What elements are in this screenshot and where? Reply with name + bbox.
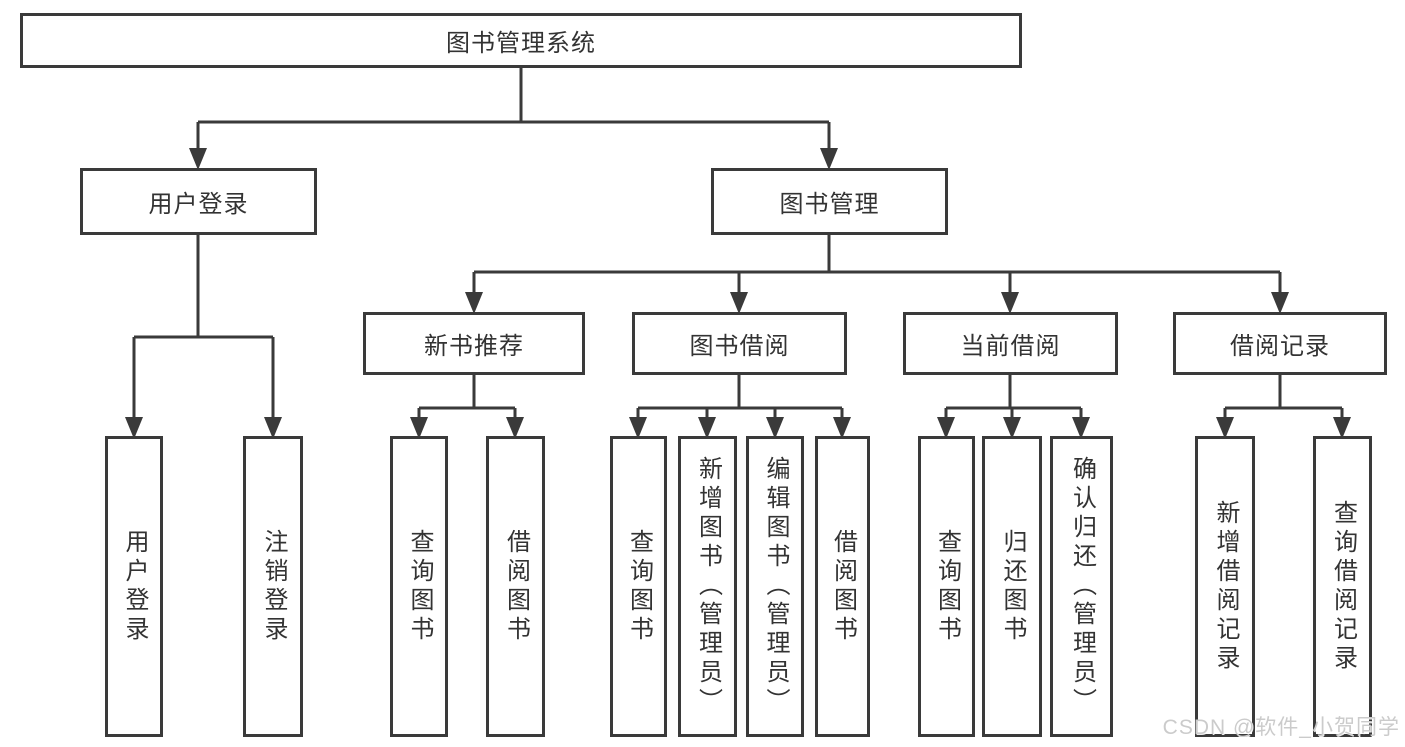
- node-user-login: 用户登录: [80, 168, 317, 235]
- csdn-watermark: CSDN @软件_小贺同学: [1162, 716, 1400, 739]
- node-book-borrow: 图书借阅: [632, 312, 847, 375]
- leaf-borrow-query-book-label: 查询图书: [625, 528, 653, 645]
- node-book-management: 图书管理: [711, 168, 948, 235]
- leaf-recommend-borrow-book: 借阅图书: [486, 436, 545, 737]
- leaf-borrow-edit-book-admin: 编辑图书（管理员）: [746, 436, 804, 737]
- leaf-recommend-borrow-book-label: 借阅图书: [502, 528, 530, 645]
- node-library-system-label: 图书管理系统: [446, 30, 596, 57]
- leaf-borrow-add-book-admin: 新增图书（管理员）: [678, 436, 737, 737]
- leaf-borrow-borrow-book-label: 借阅图书: [829, 528, 857, 645]
- node-user-login-label: 用户登录: [148, 191, 249, 218]
- branch-line: [134, 68, 1342, 410]
- leaf-login-logout: 注销登录: [243, 436, 303, 737]
- leaf-borrow-borrow-book: 借阅图书: [815, 436, 870, 737]
- leaf-records-add-record-label: 新增借阅记录: [1212, 499, 1239, 674]
- leaf-current-confirm-return-admin-label: 确认归还（管理员）: [1068, 456, 1096, 717]
- leaf-borrow-edit-book-admin-label: 编辑图书（管理员）: [762, 456, 789, 717]
- leaf-records-query-record: 查询借阅记录: [1313, 436, 1372, 737]
- leaf-recommend-query-book-label: 查询图书: [406, 528, 433, 645]
- arrowhead-icon: [125, 148, 1351, 439]
- node-library-system: 图书管理系统: [20, 13, 1022, 68]
- leaf-recommend-query-book: 查询图书: [390, 436, 448, 737]
- leaf-records-add-record: 新增借阅记录: [1195, 436, 1255, 737]
- leaf-login-logout-label: 注销登录: [260, 528, 287, 645]
- node-borrow-records: 借阅记录: [1173, 312, 1387, 375]
- arrow-stem-lines: [132, 122, 1344, 425]
- leaf-current-confirm-return-admin: 确认归还（管理员）: [1050, 436, 1113, 737]
- node-borrow-records-label: 借阅记录: [1230, 333, 1330, 360]
- leaf-current-query-book: 查询图书: [918, 436, 975, 737]
- leaf-login-user-login-label: 用户登录: [121, 528, 148, 645]
- leaf-current-return-book-label: 归还图书: [999, 528, 1026, 645]
- leaf-current-query-book-label: 查询图书: [933, 528, 961, 645]
- node-book-borrow-label: 图书借阅: [689, 333, 790, 360]
- leaf-borrow-add-book-admin-label: 新增图书（管理员）: [694, 456, 722, 717]
- node-new-book-recommend-label: 新书推荐: [424, 333, 524, 360]
- leaf-records-query-record-label: 查询借阅记录: [1329, 499, 1357, 674]
- node-current-borrow-label: 当前借阅: [960, 333, 1061, 360]
- leaf-current-return-book: 归还图书: [982, 436, 1042, 737]
- leaf-borrow-query-book: 查询图书: [610, 436, 667, 737]
- node-book-management-label: 图书管理: [779, 191, 880, 218]
- node-new-book-recommend: 新书推荐: [363, 312, 585, 375]
- leaf-login-user-login: 用户登录: [105, 436, 163, 737]
- node-current-borrow: 当前借阅: [903, 312, 1118, 375]
